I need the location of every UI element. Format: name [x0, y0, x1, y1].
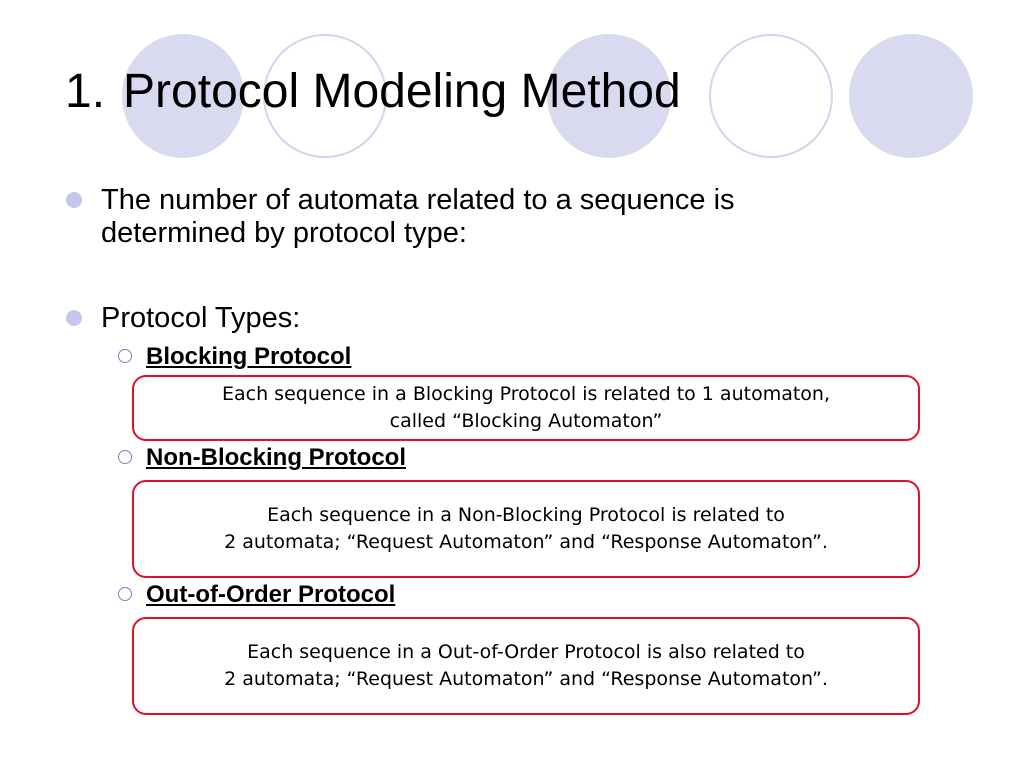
callout-blocking-line1: Each sequence in a Blocking Protocol is …	[222, 383, 830, 405]
callout-blocking-line2: called “Blocking Automaton”	[389, 410, 663, 432]
callout-non-blocking-line1: Each sequence in a Non-Blocking Protocol…	[267, 504, 785, 526]
callout-out-of-order-line2: 2 automata; “Request Automaton” and “Res…	[224, 668, 828, 690]
decor-circle-5	[849, 34, 973, 158]
bullet-dot-2	[66, 310, 82, 326]
callout-out-of-order-line1: Each sequence in a Out-of-Order Protocol…	[247, 641, 805, 663]
title-text: Protocol Modeling Method	[123, 65, 681, 118]
callout-non-blocking: Each sequence in a Non-Blocking Protocol…	[132, 480, 920, 578]
decor-circle-4	[709, 34, 833, 158]
callout-non-blocking-line2: 2 automata; “Request Automaton” and “Res…	[224, 531, 828, 553]
bullet-text-1: The number of automata related to a sequ…	[101, 184, 735, 250]
decor-circle-2	[263, 34, 387, 158]
sub-item-out-of-order-protocol: Out-of-Order Protocol	[146, 581, 396, 608]
bullet-1-line1: The number of automata related to a sequ…	[101, 184, 735, 216]
bullet-text-2: Protocol Types:	[101, 302, 301, 334]
sub-bullet-ring-2	[118, 450, 132, 464]
bullet-1-line2: determined by protocol type:	[101, 217, 467, 249]
title-number: 1.	[65, 65, 106, 118]
decor-circle-1	[122, 34, 244, 158]
decor-circle-3	[547, 34, 671, 158]
slide-title: 1. Protocol Modeling Method	[65, 65, 681, 119]
callout-blocking: Each sequence in a Blocking Protocol is …	[132, 375, 920, 441]
sub-bullet-ring-3	[118, 587, 132, 601]
sub-item-non-blocking-protocol: Non-Blocking Protocol	[146, 444, 406, 471]
bullet-dot-1	[66, 192, 82, 208]
callout-out-of-order: Each sequence in a Out-of-Order Protocol…	[132, 617, 920, 715]
sub-bullet-ring-1	[118, 349, 132, 363]
sub-item-blocking-protocol: Blocking Protocol	[146, 343, 352, 370]
